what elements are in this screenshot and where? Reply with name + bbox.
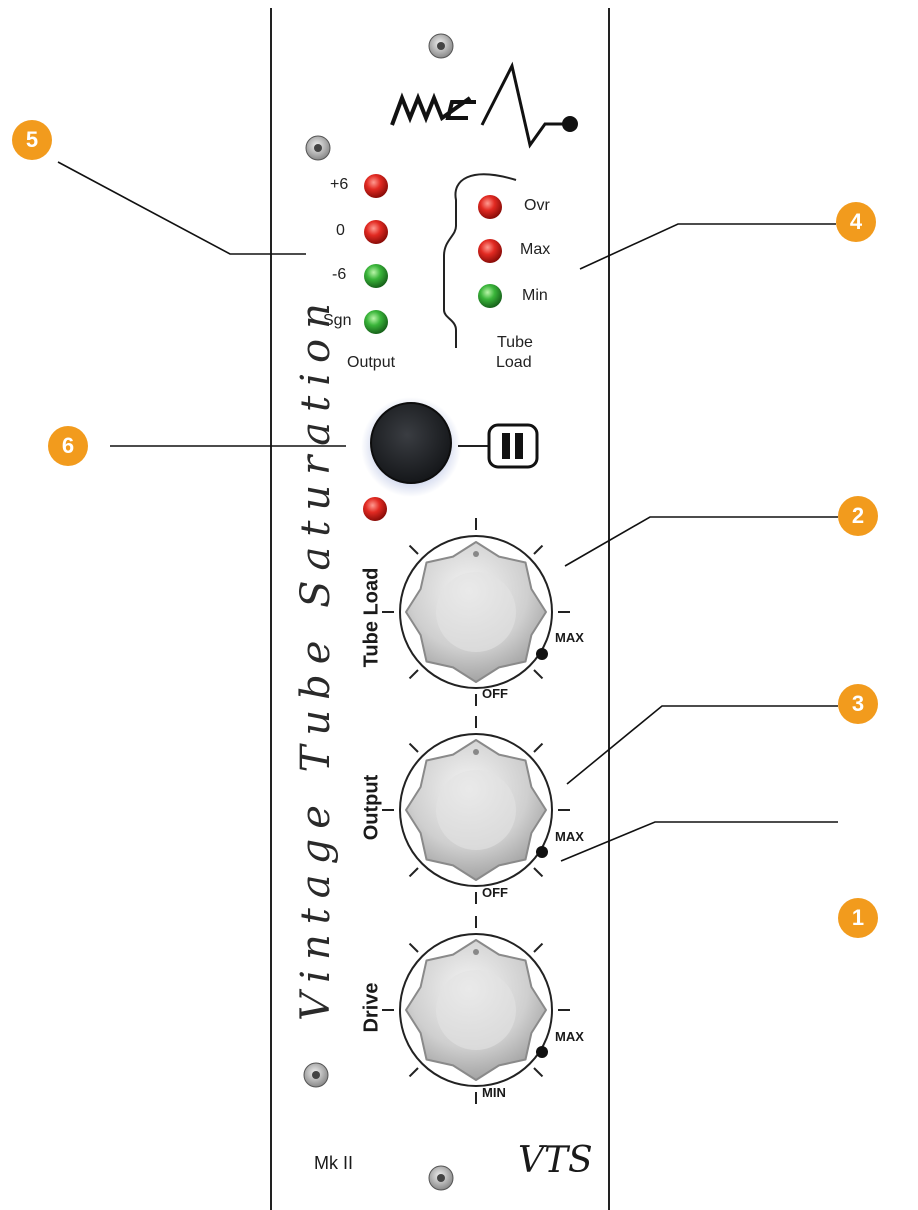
output-led-label: Sgn	[323, 312, 352, 329]
tube-load-bracket	[443, 173, 517, 348]
knob-output[interactable]	[382, 716, 570, 904]
knob-label-drive: Drive	[360, 982, 383, 1033]
callout-badge-3: 3	[838, 684, 878, 724]
output-led-label: -6	[332, 266, 347, 283]
knob-max-label: MAX	[555, 1029, 584, 1044]
knob-max-label: MAX	[555, 630, 584, 645]
model-label: Mk II	[314, 1153, 353, 1173]
screw-icon	[303, 1062, 329, 1088]
knob-max-label: MAX	[555, 829, 584, 844]
screw-icon	[305, 135, 331, 161]
knob-drive[interactable]	[382, 916, 570, 1104]
knob-min-label: OFF	[482, 686, 508, 701]
knob-pointer-icon	[536, 1046, 548, 1058]
bypass-indicator-led	[363, 497, 387, 521]
knob-tube-load[interactable]	[382, 518, 570, 706]
knob-label-output: Output	[360, 774, 383, 841]
product-name: Vintage Tube Saturation	[293, 293, 339, 1021]
output-led-minus6	[364, 264, 388, 288]
output-led-plus6	[364, 174, 388, 198]
tube-load-title-line1: Tube	[497, 334, 533, 351]
tube-load-title-line2: Load	[496, 354, 532, 371]
pause-icon	[487, 423, 539, 469]
tube-load-led-ovr	[478, 195, 502, 219]
tube-load-led-label: Max	[520, 241, 551, 258]
knob-min-label: OFF	[482, 885, 508, 900]
tube-load-led-max	[478, 239, 502, 263]
screw-icon	[428, 1165, 454, 1191]
callout-badge-4: 4	[836, 202, 876, 242]
output-led-sgn	[364, 310, 388, 334]
tube-load-led-label: Min	[522, 287, 548, 304]
knob-min-label: MIN	[482, 1085, 506, 1100]
output-led-0	[364, 220, 388, 244]
knob-pointer-icon	[536, 846, 548, 858]
callout-badge-2: 2	[838, 496, 878, 536]
callout-badge-5: 5	[12, 120, 52, 160]
callout-lines	[57, 161, 838, 862]
mca-logo	[390, 61, 578, 149]
screw-icon	[428, 33, 454, 59]
callout-badge-1: 1	[838, 898, 878, 938]
output-meter-title: Output	[347, 354, 396, 371]
callout-badge-6: 6	[48, 426, 88, 466]
tube-load-led-label: Ovr	[524, 197, 550, 214]
tube-load-led-min	[478, 284, 502, 308]
output-led-label: +6	[330, 176, 349, 193]
output-led-label: 0	[336, 222, 345, 239]
vts-logo: VTS	[518, 1140, 593, 1181]
knob-label-tube-load: Tube Load	[360, 567, 383, 668]
power-button[interactable]	[370, 402, 452, 484]
knob-pointer-icon	[536, 648, 548, 660]
